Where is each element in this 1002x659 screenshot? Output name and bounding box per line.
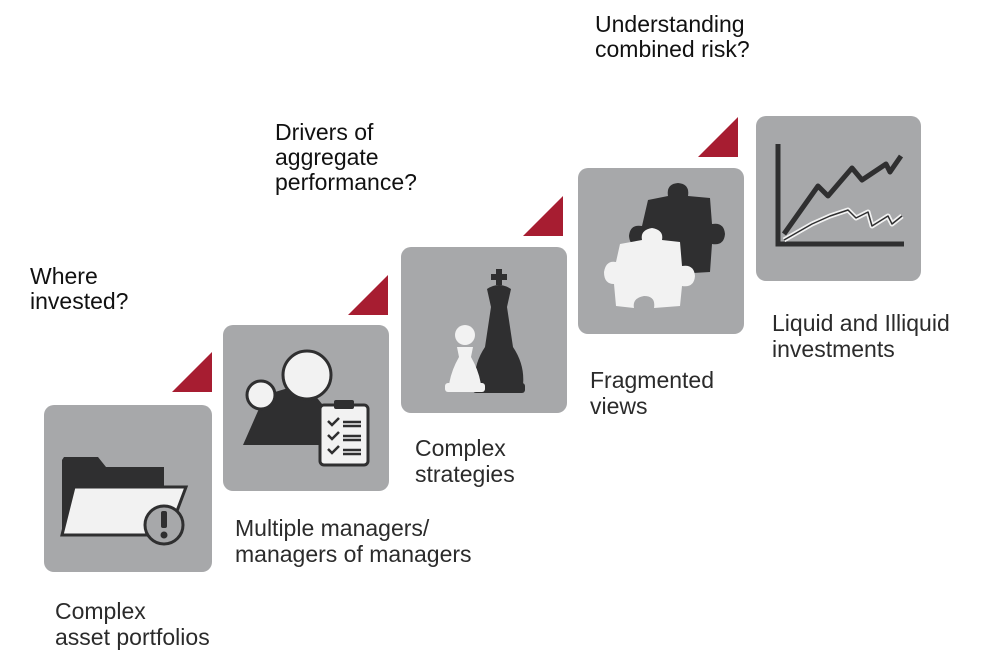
- managers-clipboard-icon: [243, 349, 370, 467]
- puzzle-pieces-icon: [604, 183, 725, 308]
- line-chart-icon: [775, 144, 904, 247]
- step-label-3: Complex strategies: [415, 435, 515, 487]
- question-where-invested: Where invested?: [30, 263, 129, 314]
- step-marker-triangle: [523, 196, 563, 236]
- chess-pieces-icon: [445, 269, 525, 393]
- question-combined-risk: Understanding combined risk?: [595, 11, 750, 62]
- folder-alert-icon: [60, 457, 189, 546]
- step-marker-triangle: [698, 117, 738, 157]
- step-tile-1: [44, 405, 212, 572]
- step-tile-2: [223, 325, 389, 491]
- step-label-2: Multiple managers/ managers of managers: [235, 515, 472, 567]
- step-label-1: Complex asset portfolios: [55, 598, 210, 650]
- step-tile-3: [401, 247, 567, 413]
- step-tile-5: [756, 116, 921, 281]
- step-marker-triangle: [172, 352, 212, 392]
- step-label-4: Fragmented views: [590, 367, 715, 419]
- step-label-5: Liquid and Illiquid investments: [772, 310, 950, 362]
- question-drivers-of-performance: Drivers of aggregate performance?: [275, 119, 417, 195]
- step-marker-triangle: [348, 275, 388, 315]
- step-tile-4: [578, 168, 744, 334]
